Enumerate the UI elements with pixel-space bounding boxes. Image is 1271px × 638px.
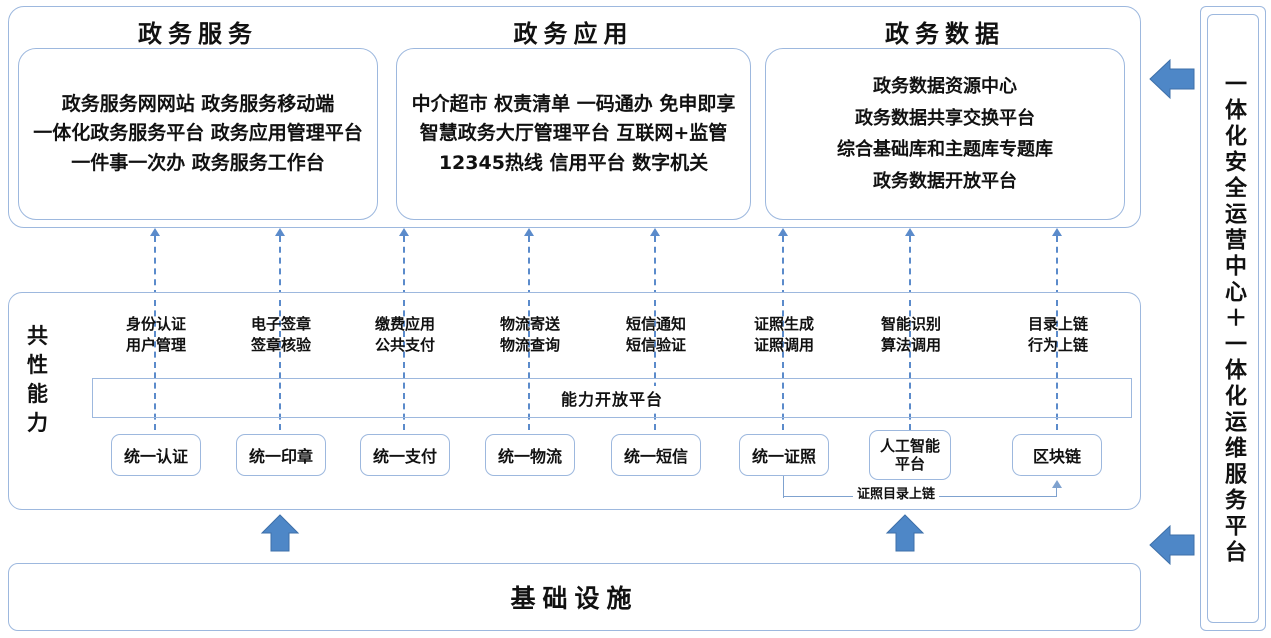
dashed-column-line-3 (403, 300, 405, 430)
capability-title-license: 证照生成 证照调用 (724, 314, 844, 355)
section-title-government-application: 政务应用 (513, 20, 634, 48)
panel-government-service[interactable]: 政务服务网网站 政务服务移动端 一体化政务服务平台 政务应用管理平台 一件事一次… (18, 48, 378, 220)
capability-title-ai-line1: 智能识别 (880, 315, 941, 333)
capability-box-ai-platform[interactable]: 人工智能 平台 (869, 430, 951, 480)
dashed-connector-3 (403, 236, 405, 296)
dashed-connector-6 (782, 236, 784, 296)
dashed-column-line-2 (279, 300, 281, 430)
capability-title-ai: 智能识别 算法调用 (851, 314, 971, 355)
section-title-government-data: 政务数据 (885, 20, 1005, 48)
data-line-3: 综合基础库和主题库专题库 (837, 139, 1053, 160)
dashed-connector-1 (154, 236, 156, 296)
capability-title-identity-line1: 身份认证 (125, 315, 186, 333)
dashed-arrowhead-1 (150, 228, 160, 236)
capability-box-ai-platform-line2: 平台 (894, 455, 925, 473)
capability-title-identity-line2: 用户管理 (125, 335, 186, 354)
capability-title-blockchain: 目录上链 行为上链 (998, 314, 1118, 355)
dashed-arrowhead-3 (399, 228, 409, 236)
dashed-column-line-8 (1056, 300, 1058, 430)
capability-title-sms: 短信通知 短信验证 (596, 314, 716, 355)
common-capability-char-2: 性 (27, 352, 49, 377)
capability-title-ai-line2: 算法调用 (880, 335, 941, 354)
ability-open-platform-label: 能力开放平台 (555, 386, 668, 410)
dashed-column-line-4 (528, 300, 530, 430)
data-line-2: 政务数据共享交换平台 (855, 107, 1035, 129)
left-arrow-icon-bottom (1149, 524, 1195, 566)
capability-box-unified-auth[interactable]: 统一认证 (111, 434, 201, 476)
application-line-3: 12345热线 信用平台 数字机关 (438, 151, 709, 174)
dashed-column-line-7 (909, 300, 911, 430)
dashed-arrowhead-5 (650, 228, 660, 236)
capability-box-unified-payment[interactable]: 统一支付 (360, 434, 450, 476)
dashed-arrowhead-2 (275, 228, 285, 236)
dashed-connector-8 (1056, 236, 1058, 296)
capability-title-payment-line2: 公共支付 (374, 335, 435, 354)
dashed-connector-2 (279, 236, 281, 296)
connector-label-license-catalog-onchain: 证照目录上链 (853, 483, 940, 502)
capability-title-esignature-line1: 电子签章 (250, 315, 311, 333)
common-capability-char-1: 共 (27, 324, 49, 348)
service-line-2: 一体化政务服务平台 政务应用管理平台 (33, 122, 363, 145)
infrastructure-label: 基础设施 (510, 584, 639, 613)
capability-box-ai-platform-line1: 人工智能 (879, 437, 940, 455)
connector-arrowhead-up (1052, 480, 1062, 488)
dashed-column-line-5 (654, 300, 656, 430)
service-line-3: 一件事一次办 政务服务工作台 (71, 151, 325, 174)
connector-segment-down (783, 476, 785, 498)
capability-title-logistics: 物流寄送 物流查询 (470, 314, 590, 355)
capability-title-license-line2: 证照调用 (753, 335, 814, 354)
capability-title-esignature: 电子签章 签章核验 (221, 314, 341, 355)
dashed-arrowhead-4 (524, 228, 534, 236)
right-panel-inner[interactable]: 一体化安全运营中心＋一体化运维服务平台 (1207, 14, 1259, 623)
ability-open-platform-bar[interactable]: 能力开放平台 (92, 378, 1132, 418)
left-arrow-icon-top (1149, 58, 1195, 100)
capability-title-esignature-line2: 签章核验 (250, 335, 311, 354)
capability-title-license-line1: 证照生成 (753, 315, 814, 333)
capability-box-unified-sms[interactable]: 统一短信 (611, 434, 701, 476)
right-panel-label: 一体化安全运营中心＋一体化运维服务平台 (1221, 71, 1246, 566)
capability-box-blockchain[interactable]: 区块链 (1012, 434, 1102, 476)
capability-title-logistics-line2: 物流查询 (499, 335, 560, 354)
dashed-column-line-1 (154, 300, 156, 430)
connector-segment-up (1056, 488, 1058, 497)
bottom-layer-infrastructure[interactable]: 基础设施 (8, 563, 1141, 631)
dashed-arrowhead-8 (1052, 228, 1062, 236)
service-line-1: 政务服务网网站 政务服务移动端 (61, 92, 335, 115)
dashed-connector-5 (654, 236, 656, 296)
up-arrow-icon-right (885, 514, 925, 552)
capability-box-unified-seal[interactable]: 统一印章 (236, 434, 326, 476)
common-capability-label: 共 性 能 力 (18, 322, 58, 438)
up-arrow-icon-left (260, 514, 300, 552)
capability-title-payment: 缴费应用 公共支付 (345, 314, 465, 355)
dashed-arrowhead-6 (778, 228, 788, 236)
data-line-1: 政务数据资源中心 (873, 76, 1017, 97)
dashed-arrowhead-7 (905, 228, 915, 236)
capability-title-identity: 身份认证 用户管理 (96, 314, 216, 355)
capability-box-unified-logistics[interactable]: 统一物流 (485, 434, 575, 476)
capability-title-sms-line2: 短信验证 (625, 335, 686, 354)
panel-government-data[interactable]: 政务数据资源中心 政务数据共享交换平台 综合基础库和主题库专题库 政务数据开放平… (765, 48, 1125, 220)
dashed-connector-7 (909, 236, 911, 296)
application-line-1: 中介超市 权责清单 一码通办 免申即享 (411, 92, 736, 115)
capability-box-unified-license[interactable]: 统一证照 (739, 434, 829, 476)
data-line-4: 政务数据开放平台 (873, 170, 1017, 192)
application-line-2: 智慧政务大厅管理平台 互联网+监管 (419, 122, 728, 145)
dashed-column-line-6 (782, 300, 784, 430)
common-capability-char-3: 能 (27, 381, 49, 406)
capability-title-payment-line1: 缴费应用 (374, 315, 435, 333)
common-capability-char-4: 力 (27, 410, 49, 435)
panel-government-application[interactable]: 中介超市 权责清单 一码通办 免申即享 智慧政务大厅管理平台 互联网+监管 12… (396, 48, 751, 220)
capability-title-blockchain-line2: 行为上链 (1027, 335, 1088, 354)
capability-title-blockchain-line1: 目录上链 (1027, 315, 1088, 333)
dashed-connector-4 (528, 236, 530, 296)
capability-title-sms-line1: 短信通知 (625, 315, 686, 333)
capability-title-logistics-line1: 物流寄送 (499, 315, 560, 333)
section-title-government-service: 政务服务 (138, 20, 258, 48)
